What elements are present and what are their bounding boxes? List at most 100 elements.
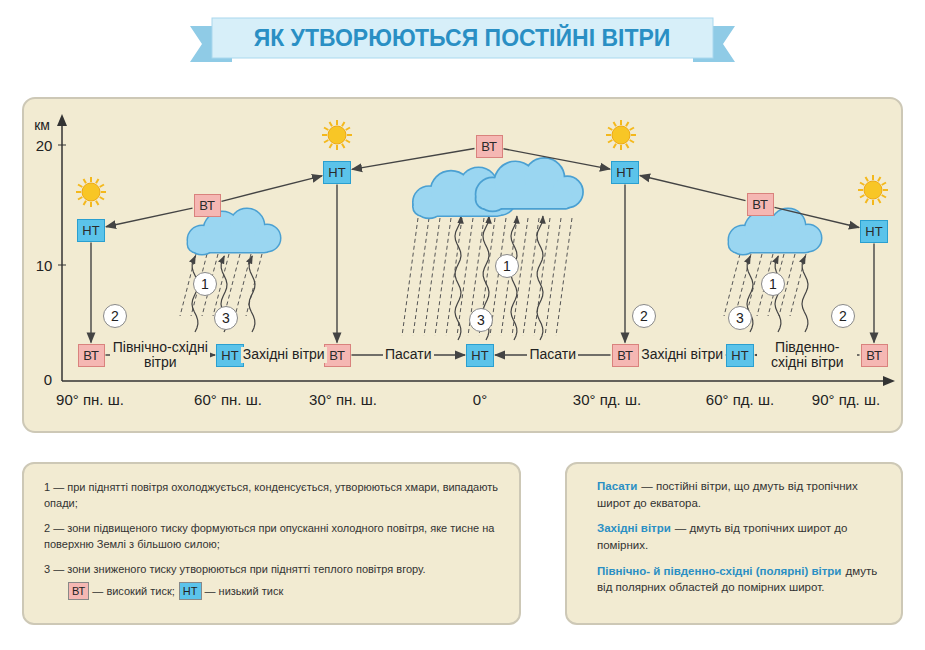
- sun-ray: [324, 128, 328, 131]
- rising-air-arrow: [249, 256, 255, 332]
- legend-text: — високий тиск;: [92, 585, 175, 597]
- pressure-label: НТ: [471, 348, 488, 363]
- latitude-label: 60° пн. ш.: [194, 391, 262, 408]
- wind-arrow: [106, 208, 193, 227]
- callout-number: 3: [214, 306, 238, 330]
- wind-arrow: [336, 185, 337, 343]
- note-text: 1 — при піднятті повітря охолоджується, …: [44, 480, 499, 512]
- sun-ray: [100, 197, 104, 200]
- axis-head: [883, 376, 895, 386]
- sun-ray: [342, 144, 345, 148]
- callout-number: 2: [103, 304, 127, 328]
- sun-ray: [626, 122, 629, 126]
- rain-drop: [246, 254, 262, 316]
- callout-number: 1: [495, 254, 519, 278]
- sun-ray: [858, 189, 863, 191]
- sun-ray: [866, 177, 869, 181]
- sun-ray: [76, 191, 81, 193]
- definition: Західні вітри— дмуть від тропічних широт…: [597, 520, 883, 553]
- sun-ray: [100, 185, 104, 188]
- high-pressure-box: ВТ: [324, 344, 351, 367]
- definition: Пасати— постійні вітри, що дмуть від тро…: [597, 478, 883, 511]
- pressure-label: НТ: [865, 224, 882, 239]
- rain-drop: [746, 254, 762, 316]
- definition-term: Пасати: [597, 480, 637, 492]
- sun-disc: [612, 126, 630, 144]
- sun-ray: [330, 144, 333, 148]
- sun-ray: [84, 179, 87, 183]
- high-pressure-box: ВТ: [194, 194, 221, 217]
- wind-label: Пасати: [383, 347, 434, 362]
- latitude-label: 30° пд. ш.: [573, 391, 641, 408]
- low-pressure-box: НТ: [77, 219, 105, 242]
- legend: ВТ— високий тиск;НТ— низький тиск: [68, 582, 287, 600]
- sun-ray: [90, 177, 92, 182]
- sun-ray: [614, 144, 617, 148]
- sun-ray: [626, 144, 629, 148]
- rising-air-arrow: [511, 216, 517, 340]
- wind-arrow: [90, 243, 91, 343]
- sun-ray: [336, 145, 338, 150]
- high-pressure-box: ВТ: [747, 193, 774, 216]
- wind-arrow: [873, 244, 874, 343]
- axis-head: [57, 114, 67, 126]
- sun-ray: [96, 201, 99, 205]
- axis-label: 0: [44, 371, 52, 388]
- sun-ray: [860, 195, 864, 198]
- tick: [58, 265, 66, 266]
- sun-ray: [346, 140, 350, 143]
- sun-ray: [878, 177, 881, 181]
- tick: [58, 145, 66, 146]
- sun-ray: [606, 134, 611, 136]
- wind-arrow: [775, 207, 860, 227]
- wind-arrow: [640, 176, 746, 201]
- sun-ray: [78, 197, 82, 200]
- wind-arrow: [624, 185, 625, 343]
- sun-ray: [882, 195, 886, 198]
- rain-drop: [790, 254, 806, 316]
- title: ЯК УТВОРЮЮТЬСЯ ПОСТІЙНІ ВІТРИ: [254, 25, 671, 52]
- axis-label: 10: [36, 257, 53, 274]
- sun-ray: [96, 179, 99, 183]
- note-text: 2 — зони підвищеного тиску формуються пр…: [44, 521, 499, 553]
- sun-ray: [883, 189, 888, 191]
- sun-ray: [342, 122, 345, 126]
- callout-number: 2: [632, 304, 656, 328]
- callout-number: 1: [193, 272, 217, 296]
- sun-ray: [631, 134, 636, 136]
- low-pressure-box: НТ: [860, 220, 888, 243]
- legend-text: — низький тиск: [205, 585, 284, 597]
- pressure-label: ВТ: [481, 139, 497, 154]
- sun-ray: [630, 140, 634, 143]
- latitude-label: 90° пд. ш.: [812, 391, 880, 408]
- pressure-label: НТ: [221, 348, 238, 363]
- wind-label: Північно-східні вітри: [110, 340, 210, 371]
- sun-disc: [864, 181, 882, 199]
- pressure-label: НТ: [82, 223, 99, 238]
- sun-ray: [630, 128, 634, 131]
- axis-label: 20: [36, 137, 53, 154]
- low-pressure-box: НТ: [323, 161, 351, 184]
- sun-ray: [866, 199, 869, 203]
- sun-ray: [322, 134, 327, 136]
- pressure-label: ВТ: [83, 348, 99, 363]
- pressure-label: НТ: [731, 348, 748, 363]
- wind-arrow: [222, 176, 323, 202]
- sun-ray: [324, 140, 328, 143]
- definition-term: Західні вітри: [597, 522, 671, 534]
- rising-air-arrow: [192, 256, 198, 332]
- sun-ray: [347, 134, 352, 136]
- callout-number: 2: [831, 304, 855, 328]
- pressure-label: ВТ: [617, 348, 633, 363]
- high-pressure-box: ВТ: [476, 135, 503, 158]
- rising-air: [192, 216, 808, 340]
- sun-ray: [860, 183, 864, 186]
- sun-ray: [620, 145, 622, 150]
- wind-label: Південно-східні вітри: [757, 340, 857, 371]
- sun-ray: [608, 140, 612, 143]
- sun-ray: [872, 200, 874, 205]
- y-axis: [61, 124, 63, 381]
- callout-number: 1: [761, 272, 785, 296]
- sun-ray: [90, 202, 92, 207]
- wind-label: Західні вітри: [241, 347, 327, 362]
